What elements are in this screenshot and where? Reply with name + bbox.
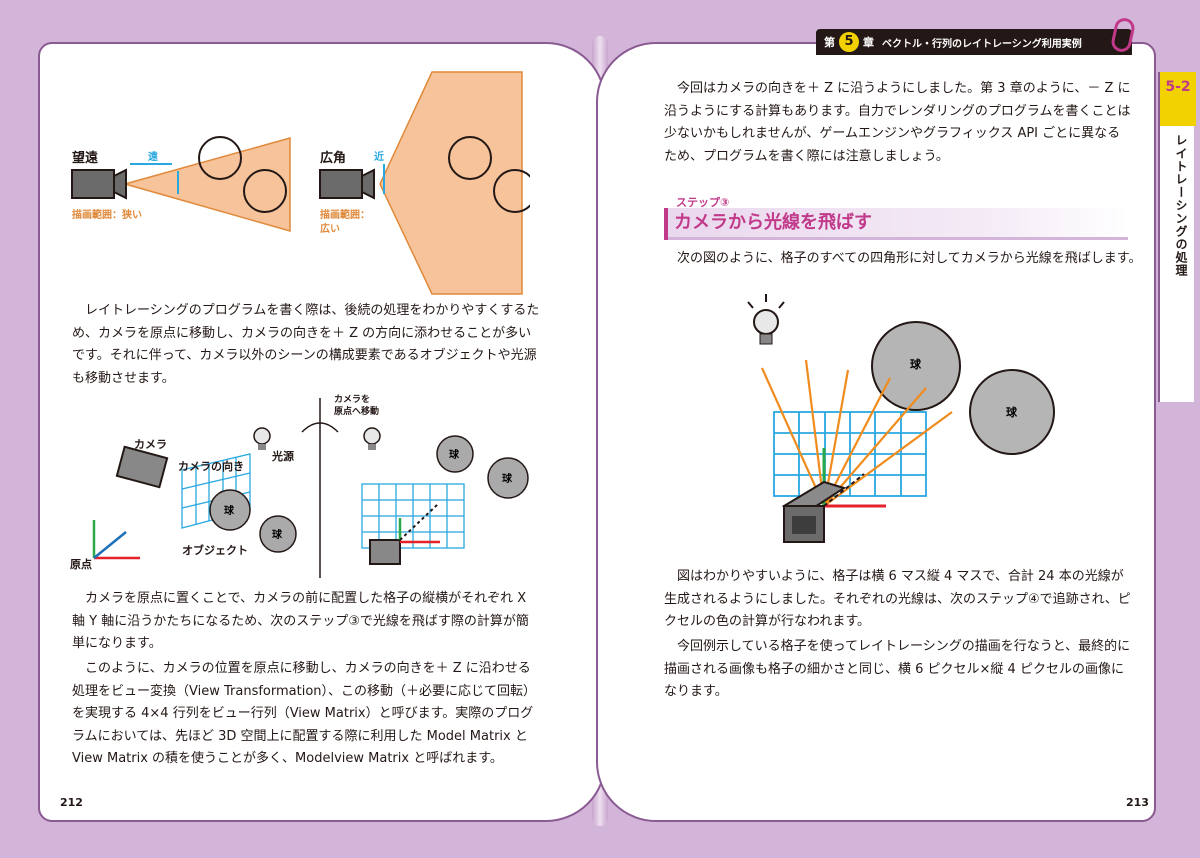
sphere-large — [871, 321, 961, 411]
camera-label: カメラ — [134, 438, 167, 451]
chapter-prefix: 第 — [824, 36, 835, 49]
text-line: レイトレーシングのプログラムを書く際は、後続の処理をわかりやすくするた — [85, 303, 540, 318]
text-line: 生成されるようにしました。それぞれの光線は、次のステップ④で追跡され、ピ — [664, 591, 1131, 607]
wide-sphere-2 — [493, 169, 530, 213]
sphere-large-label: 球 — [910, 357, 922, 371]
text-line: カメラを原点に置くことで、カメラの前に配置した格子の縦横がそれぞれ X — [85, 591, 527, 606]
wide-label: 広角 — [320, 150, 346, 166]
text-line: 今回例示している格子を使ってレイトレーシングの描画を行なうと、最終的に — [677, 639, 1131, 654]
sphere-3-label: 球 — [449, 448, 460, 461]
wide-frustum — [379, 71, 523, 295]
tele-sphere-2 — [243, 169, 287, 213]
tele-camera-icon — [71, 168, 127, 200]
right-paragraph-3: 図はわかりやすいように、格子は横 6 マス縦 4 マスで、合計 24 本の光線が… — [664, 566, 1144, 634]
wide-near-label: 近 — [374, 150, 384, 163]
text-line: 今回はカメラの向きを＋ Z に沿うようにしました。第 3 章のように、－ Z に — [677, 81, 1131, 96]
text-line: 描画される画像も格子の細かさと同じ、横 6 ピクセル×縦 4 ピクセルの画像に — [664, 661, 1124, 677]
left-paragraph-1: レイトレーシングのプログラムを書く際は、後続の処理をわかりやすくするた め、カメ… — [72, 300, 552, 390]
text-line: め、カメラを原点に移動し、カメラの向きを＋ Z の方向に添わせることが多い — [72, 325, 532, 341]
camera-icon — [781, 480, 847, 543]
text-line: 沿うようにする計算もあります。自力でレンダリングのプログラムを書くことは — [664, 103, 1131, 119]
tele-frustum — [122, 137, 291, 232]
lightbulb-icon — [747, 294, 785, 345]
chapter-title: ベクトル・行列のレイトレーシング利用実例 — [882, 38, 1082, 50]
camera-direction-label: カメラの向き — [178, 459, 244, 473]
lightbulb-icon-right — [363, 427, 381, 450]
tele-label: 望遠 — [72, 150, 98, 166]
camera-at-origin-icon — [369, 503, 440, 565]
tele-far-label: 遠 — [148, 150, 158, 163]
object-label: オブジェクト — [182, 543, 248, 557]
text-line: 図はわかりやすいように、格子は横 6 マス縦 4 マスで、合計 24 本の光線が — [677, 569, 1124, 584]
right-paragraph-4: 今回例示している格子を使ってレイトレーシングの描画を行なうと、最終的に 描画され… — [664, 636, 1144, 704]
text-line: 次の図のように、格子のすべての四角形に対してカメラから光線を飛ばします。 — [677, 251, 1142, 266]
move-label-2: 原点へ移動 — [334, 405, 379, 417]
camera-icon — [115, 445, 169, 489]
text-line: なります。 — [664, 684, 728, 699]
text-line: です。それに伴って、カメラ以外のシーンの構成要素であるオブジェクトや光源 — [72, 348, 537, 363]
page-number-left: 212 — [60, 796, 83, 809]
text-line: を実現する 4×4 行列をビュー行列（View Matrix）と呼びます。実際の… — [72, 706, 534, 721]
move-arrow — [301, 422, 339, 433]
page-number-right: 213 — [1126, 796, 1149, 809]
text-line: 少ないかもしれませんが、ゲームエンジンやグラフィックス API ごとに異なる — [664, 126, 1121, 141]
step-label: ステップ③ — [676, 196, 730, 209]
section-title: レイトレーシングの処理 — [1174, 134, 1188, 277]
chapter-suffix: 章 — [863, 36, 874, 49]
step-title: カメラから光線を飛ばす — [664, 208, 1128, 240]
text-line: クセルの色の計算が行なわれます。 — [664, 614, 871, 629]
right-paragraph-1: 今回はカメラの向きを＋ Z に沿うようにしました。第 3 章のように、－ Z に… — [664, 78, 1144, 168]
lightbulb-icon — [253, 427, 271, 450]
sphere-2-label: 球 — [272, 528, 283, 541]
sphere-right-label: 球 — [1006, 405, 1018, 419]
text-line: 軸 Y 軸に沿うかたちになるため、次のステップ③で光線を飛ばす際の計算が簡 — [72, 613, 529, 629]
sphere-4 — [487, 457, 529, 499]
text-line: View Matrix の積を使うことが多く、Modelview Matrix … — [72, 751, 503, 766]
wide-camera-icon — [319, 168, 375, 200]
grid-right — [361, 483, 465, 549]
wide-range-label-2: 広い — [320, 222, 340, 235]
tele-range-label: 描画範囲：狭い — [72, 208, 142, 221]
left-paragraph-2: カメラを原点に置くことで、カメラの前に配置した格子の縦横がそれぞれ X 軸 Y … — [72, 588, 552, 656]
text-line: 処理をビュー変換（View Transformation）、この移動（＋必要に応… — [72, 683, 537, 699]
section-number: 5-2 — [1160, 72, 1196, 126]
sphere-4-label: 球 — [502, 472, 513, 485]
origin-label: 原点 — [70, 557, 92, 571]
right-page — [596, 42, 1156, 822]
light-label: 光源 — [271, 449, 294, 463]
figure-camera-to-origin: カメラ カメラの向き 光源 球 球 オブジェクト 原点 カメラを 原点へ移動 — [70, 394, 529, 578]
figure-rays: 球 球 — [747, 294, 1055, 543]
wide-sphere-1 — [448, 136, 492, 180]
move-label-1: カメラを — [334, 394, 370, 405]
text-line: このように、カメラの位置を原点に移動し、カメラの向きを＋ Z に沿わせる — [85, 661, 531, 676]
text-line: も移動させます。 — [72, 370, 175, 386]
side-tab — [1158, 72, 1194, 402]
tele-sphere-1 — [198, 136, 242, 180]
chapter-header: 第 5 章 ベクトル・行列のレイトレーシング利用実例 — [816, 29, 1132, 55]
text-line: ラムにおいては、先ほど 3D 空間上に配置する際に利用した Model Matr… — [72, 728, 528, 744]
text-line: ため、プログラムを書く際には注意しましょう。 — [664, 148, 949, 164]
left-paragraph-3: このように、カメラの位置を原点に移動し、カメラの向きを＋ Z に沿わせる 処理を… — [72, 658, 552, 771]
right-paragraph-2: 次の図のように、格子のすべての四角形に対してカメラから光線を飛ばします。 — [664, 248, 1144, 271]
sphere-2 — [259, 515, 297, 553]
text-line: 単になります。 — [72, 636, 162, 651]
axes-icon — [92, 520, 140, 560]
figure-telephoto-wide: 望遠 遠 描画範囲：狭い 広角 近 描画範囲： 広い — [71, 71, 530, 295]
sphere-right — [969, 369, 1055, 455]
sphere-1 — [209, 489, 251, 531]
wide-range-label-1: 描画範囲： — [320, 208, 370, 221]
chapter-number: 5 — [839, 32, 859, 52]
sphere-3 — [436, 435, 474, 473]
sphere-1-label: 球 — [224, 504, 235, 517]
